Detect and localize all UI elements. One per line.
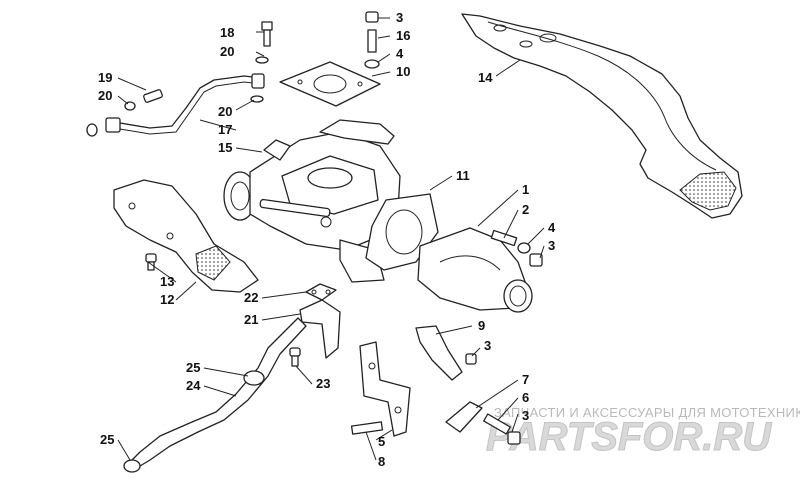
callout-18: 18 (220, 25, 234, 40)
left-heat-shield-12 (113, 179, 259, 293)
mount-bracket-5 (350, 325, 477, 437)
callout-10: 10 (396, 64, 410, 79)
callout-3: 3 (484, 338, 491, 353)
watermark: ЗАПЧАСТИ И АКСЕССУАРЫ ДЛЯ МОТОТЕХНИКИ PA… (486, 405, 800, 460)
oil-feed-line-17 (86, 21, 273, 137)
callout-14: 14 (478, 70, 493, 85)
callout-17: 17 (218, 122, 232, 137)
callout-22: 22 (244, 290, 258, 305)
callout-2: 2 (522, 202, 529, 217)
callout-20: 20 (218, 104, 232, 119)
callout-5: 5 (378, 434, 385, 449)
callout-labels: 18 20 19 20 20 17 15 3 16 4 10 14 11 1 2… (98, 10, 556, 469)
callout-25: 25 (100, 432, 114, 447)
stud-and-nut-set (445, 401, 521, 445)
callout-1: 1 (522, 182, 529, 197)
callout-3: 3 (522, 408, 529, 423)
callout-13: 13 (160, 274, 174, 289)
callout-16: 16 (396, 28, 410, 43)
callout-20: 20 (98, 88, 112, 103)
turbo-studs-and-gasket (279, 11, 381, 107)
callout-9: 9 (478, 318, 485, 333)
callout-15: 15 (218, 140, 232, 155)
watermark-logo: PARTSFOR.RU (486, 415, 772, 459)
watermark-tagline: ЗАПЧАСТИ И АКСЕССУАРЫ ДЛЯ МОТОТЕХНИКИ (494, 405, 800, 420)
callout-24: 24 (186, 378, 201, 393)
callout-20: 20 (220, 44, 234, 59)
callout-25: 25 (186, 360, 200, 375)
callout-7: 7 (522, 372, 529, 387)
callout-23: 23 (316, 376, 330, 391)
callout-12: 12 (160, 292, 174, 307)
callout-4: 4 (396, 46, 404, 61)
oil-return-hose-24 (123, 317, 307, 473)
exhaust-outlet-assembly (365, 193, 543, 313)
callout-6: 6 (522, 390, 529, 405)
callout-3: 3 (548, 238, 555, 253)
callout-21: 21 (244, 312, 258, 327)
callout-19: 19 (98, 70, 112, 85)
callout-11: 11 (456, 168, 470, 183)
callout-4: 4 (548, 220, 556, 235)
callout-3: 3 (396, 10, 403, 25)
leader-lines (117, 17, 545, 461)
turbocharger-15 (223, 119, 401, 283)
oil-return-fitting-21 (289, 283, 341, 367)
callout-8: 8 (378, 454, 385, 469)
heat-shield-14 (461, 13, 743, 219)
